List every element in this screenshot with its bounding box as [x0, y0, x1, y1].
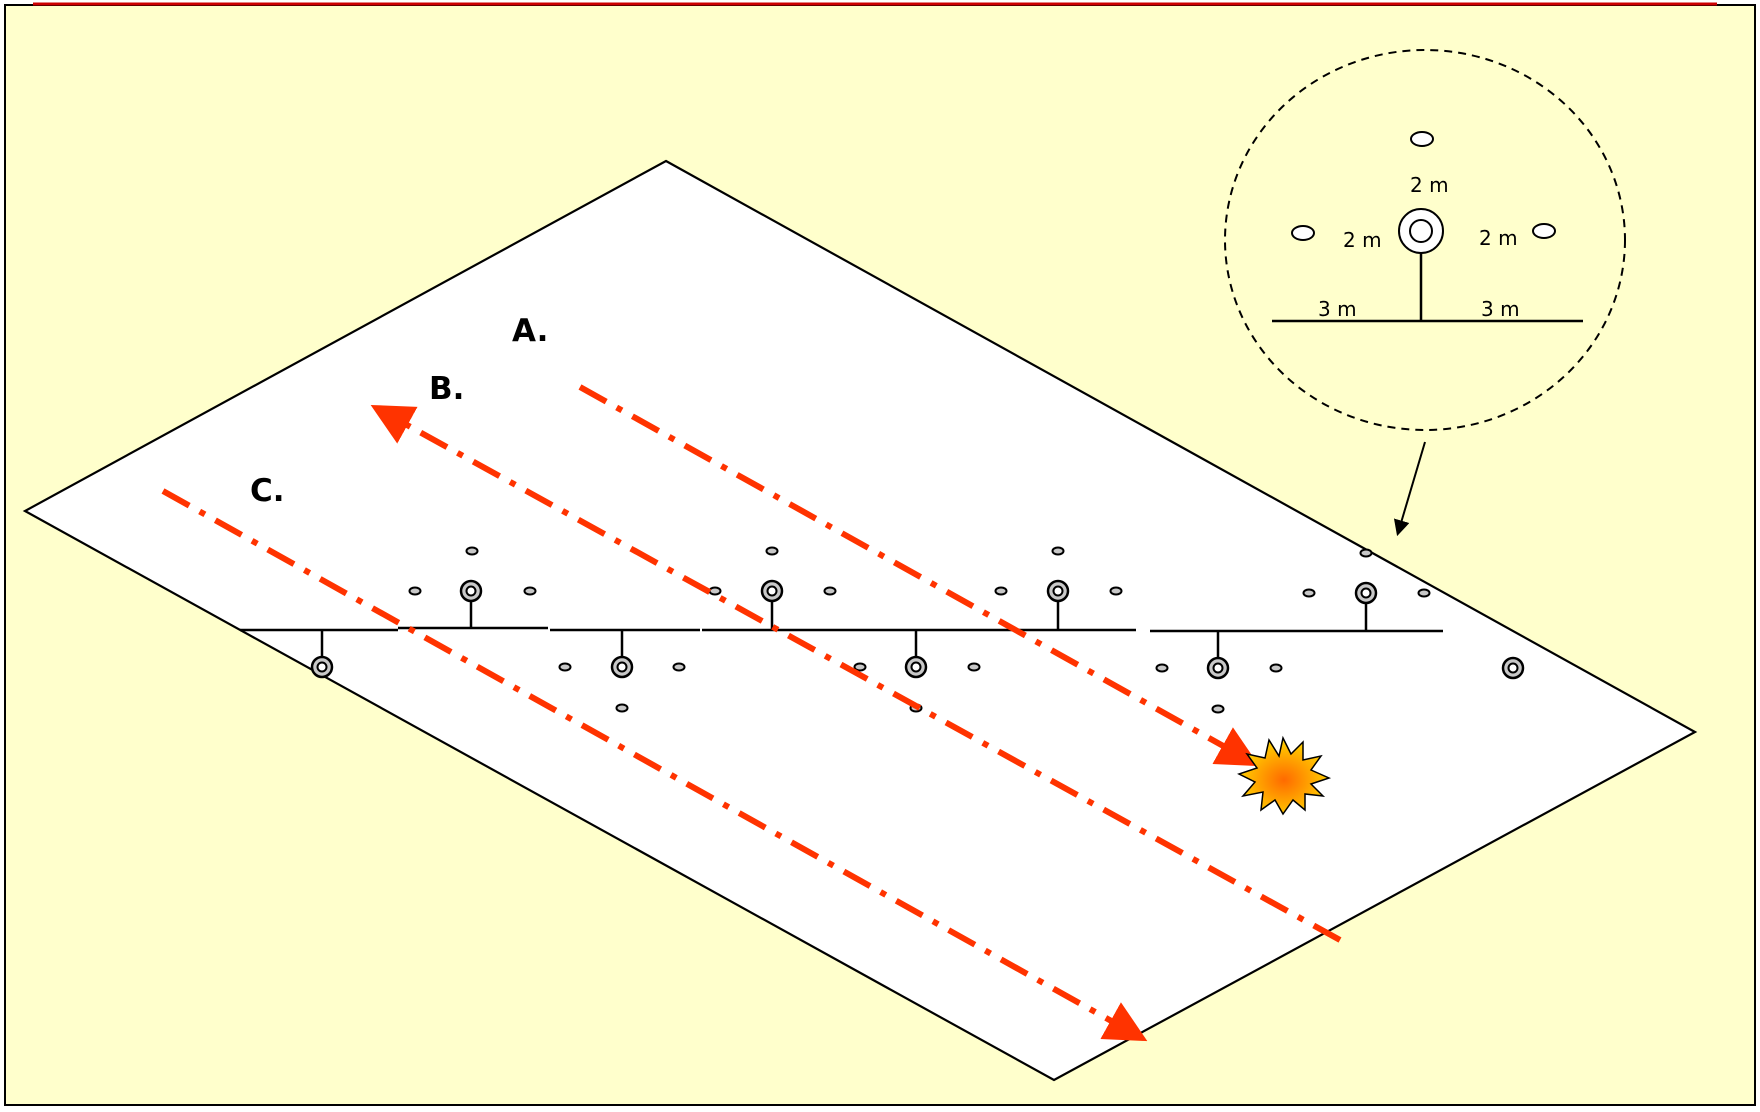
- flag-marker-icon: [1302, 588, 1316, 598]
- marker-stems: [320, 599, 1368, 659]
- flag-markers: [408, 546, 1431, 714]
- flag-marker-icon: [1269, 663, 1283, 673]
- dim-label-right: 2 m: [1479, 226, 1518, 250]
- flag-marker-icon: [672, 662, 686, 672]
- bullseye-marker-icon: [760, 579, 784, 603]
- target-ring-inner: [1052, 585, 1064, 597]
- target-markers: [310, 579, 1525, 680]
- flag-marker-icon: [615, 703, 629, 713]
- flag-marker-icon: [558, 662, 572, 672]
- target-ring-inner: [616, 661, 628, 673]
- lane-path-a: [578, 384, 1260, 767]
- flag-marker-icon: [967, 662, 981, 672]
- bullseye-marker-icon: [1206, 656, 1230, 680]
- dim-label-bottom-right: 3 m: [1481, 297, 1520, 321]
- explosion-icon: [1237, 735, 1332, 816]
- target-ring-inner: [910, 661, 922, 673]
- dim-label-top: 2 m: [1410, 173, 1449, 197]
- lane-paths: [161, 384, 1342, 1042]
- bullseye-marker-icon: [904, 655, 928, 679]
- inset-flag-right: [1532, 223, 1556, 239]
- lane-label-a: A.: [512, 313, 548, 349]
- flag-marker-icon: [1109, 586, 1123, 596]
- field-area: [22, 159, 1698, 1082]
- flag-marker-icon: [853, 662, 867, 672]
- target-ring-inner: [316, 661, 328, 673]
- inset-pointer-arrow: [1393, 441, 1426, 537]
- flag-marker-icon: [994, 586, 1008, 596]
- flag-marker-icon: [1051, 546, 1065, 556]
- bullseye-marker-icon: [310, 655, 334, 679]
- flag-marker-icon: [465, 546, 479, 556]
- flag-marker-icon: [1359, 548, 1373, 558]
- target-ring-inner: [1507, 662, 1519, 674]
- baselines: [240, 626, 1443, 633]
- inset-flag-top: [1410, 131, 1434, 147]
- dim-label-bottom-left: 3 m: [1318, 297, 1357, 321]
- flag-marker-icon: [1211, 704, 1225, 714]
- flag-marker-icon: [765, 546, 779, 556]
- target-ring-inner: [1212, 662, 1224, 674]
- burst-shape: [1237, 735, 1332, 816]
- dim-label-left: 2 m: [1343, 228, 1382, 252]
- lane-path-b: [370, 404, 1342, 943]
- flag-marker-icon: [708, 586, 722, 596]
- flag-marker-icon: [523, 586, 537, 596]
- inset-target-inner: [1409, 219, 1433, 243]
- bullseye-marker-icon: [1354, 581, 1378, 605]
- flag-marker-icon: [1155, 663, 1169, 673]
- flag-marker-icon: [1417, 588, 1431, 598]
- target-ring-inner: [766, 585, 778, 597]
- target-ring-inner: [1360, 587, 1372, 599]
- target-ring-inner: [465, 585, 477, 597]
- bullseye-marker-icon: [459, 579, 483, 603]
- bullseye-marker-icon: [610, 655, 634, 679]
- detail-inset: 2 m 2 m 2 m 3 m 3 m: [1224, 49, 1626, 537]
- flag-marker-icon: [408, 586, 422, 596]
- bullseye-marker-icon: [1501, 656, 1525, 680]
- flag-marker-icon: [823, 586, 837, 596]
- lane-path-c: [161, 488, 1148, 1042]
- inset-dashed-circle: [1224, 49, 1626, 431]
- bullseye-marker-icon: [1046, 579, 1070, 603]
- inset-flag-left: [1291, 225, 1315, 241]
- lane-label-c: C.: [250, 473, 285, 509]
- lane-label-b: B.: [429, 371, 464, 407]
